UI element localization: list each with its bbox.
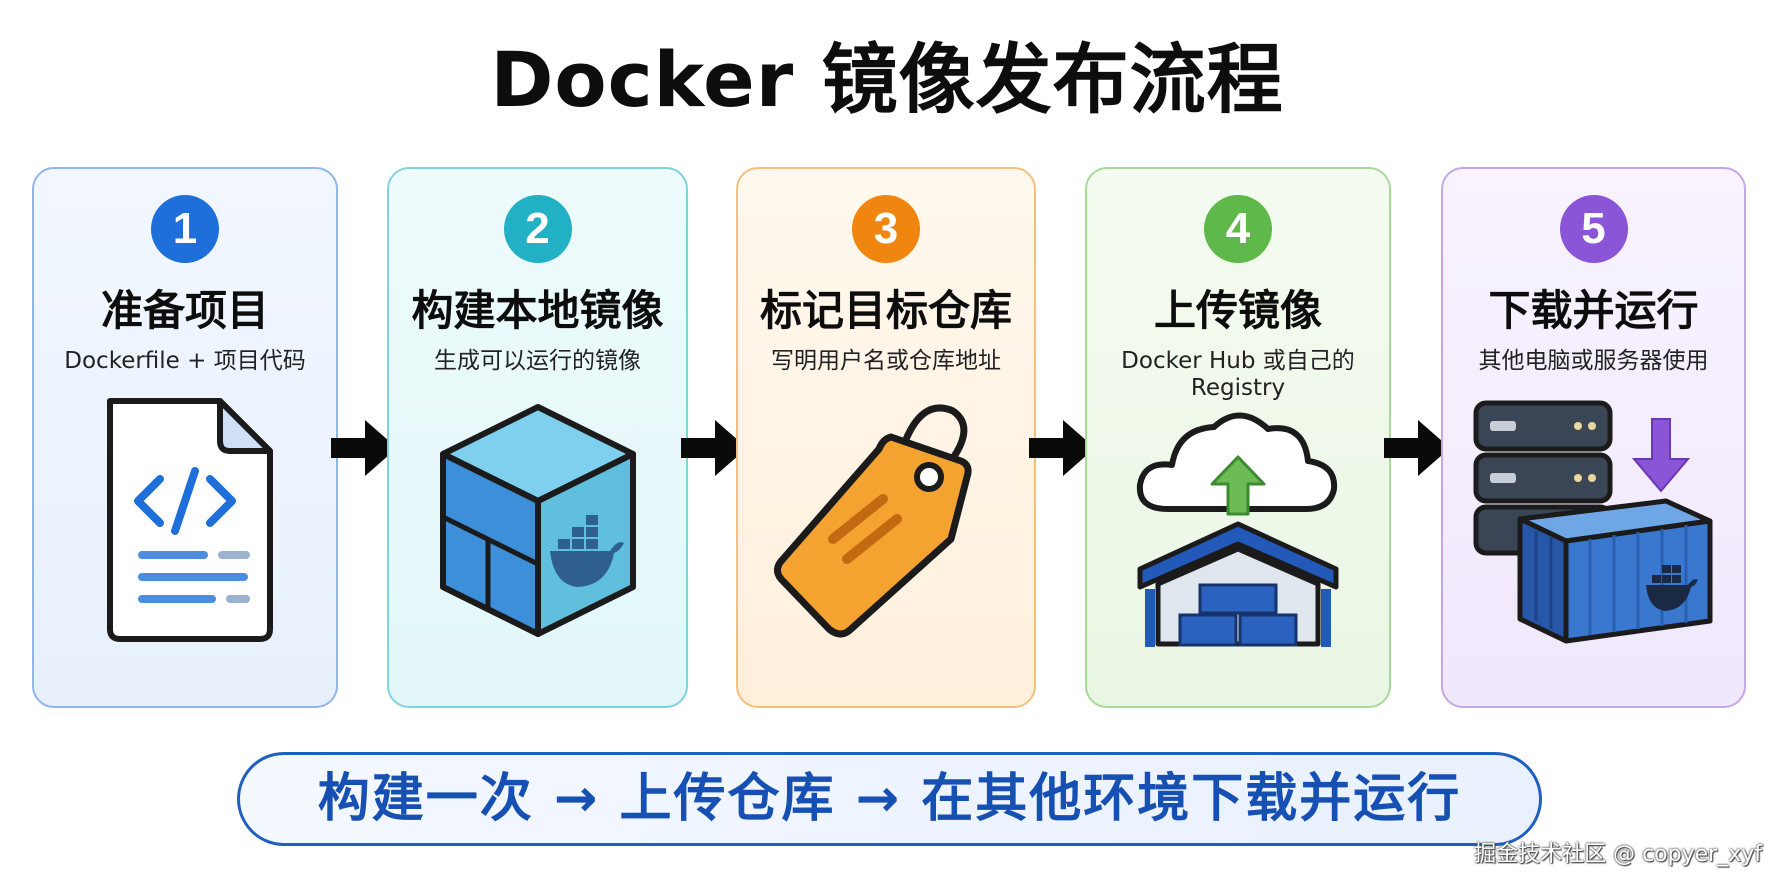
step-card-4: 4 上传镜像 Docker Hub 或自己的 Registry (1085, 167, 1391, 708)
step-subtitle: Docker Hub 或自己的 Registry (1121, 348, 1355, 401)
step-card-1: 1 准备项目 Dockerfile + 项目代码 (32, 167, 338, 708)
step-title: 下载并运行 (1488, 286, 1699, 335)
arrow-right-icon (1384, 420, 1450, 476)
summary-banner: 构建一次 → 上传仓库 → 在其他环境下载并运行 (237, 752, 1542, 846)
cloud-upload-warehouse-icon (1136, 412, 1339, 647)
step-subtitle: 其他电脑或服务器使用 (1478, 348, 1709, 374)
step-number-badge: 3 (852, 195, 920, 263)
docker-cube-icon (439, 404, 636, 637)
step-title: 标记目标仓库 (759, 286, 1012, 335)
step-number-badge: 4 (1204, 195, 1272, 263)
watermark: 掘金技术社区 @ copyer_xyf (1474, 842, 1762, 867)
arrow-right-icon (331, 420, 397, 476)
step-subtitle: 写明用户名或仓库地址 (771, 348, 1001, 374)
step-title: 上传镜像 (1153, 286, 1322, 335)
code-file-icon (107, 398, 273, 642)
step-card-5: 5 下载并运行 其他电脑或服务器使用 (1441, 167, 1746, 708)
arrow-right-icon (1029, 420, 1095, 476)
step-number-badge: 2 (503, 195, 572, 263)
page-title: Docker 镜像发布流程 (490, 35, 1284, 124)
step-card-3: 3 标记目标仓库 写明用户名或仓库地址 (736, 167, 1036, 708)
step-number-badge: 5 (1559, 195, 1628, 263)
step-subtitle: Dockerfile + 项目代码 (64, 348, 306, 374)
server-download-container-icon (1473, 400, 1712, 644)
step-number-badge: 1 (151, 195, 219, 263)
arrow-right-icon (681, 420, 747, 476)
tag-icon (774, 404, 972, 638)
step-subtitle: 生成可以运行的镜像 (434, 348, 641, 374)
step-card-2: 2 构建本地镜像 生成可以运行的镜像 (387, 167, 688, 708)
step-title: 构建本地镜像 (411, 286, 664, 335)
step-title: 准备项目 (100, 286, 269, 335)
